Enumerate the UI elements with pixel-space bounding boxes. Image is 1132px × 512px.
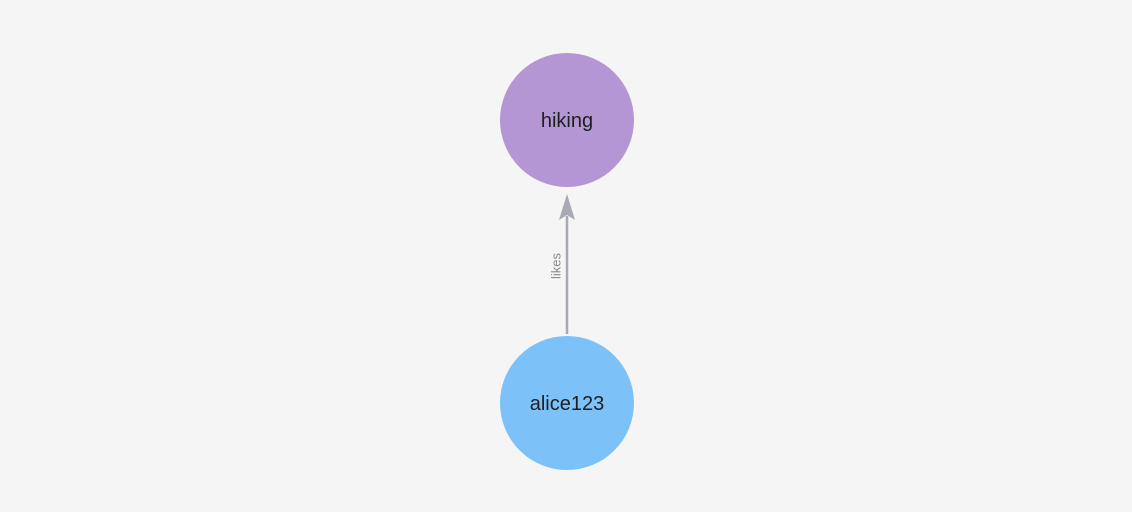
edge-label: likes xyxy=(549,253,564,280)
edge-likes[interactable]: likes xyxy=(549,194,576,334)
node-hiking[interactable]: hiking xyxy=(500,53,634,187)
node-hiking-circle[interactable] xyxy=(500,53,634,187)
node-alice123[interactable]: alice123 xyxy=(500,336,634,470)
edge-arrowhead-icon xyxy=(559,194,575,220)
node-alice123-circle[interactable] xyxy=(500,336,634,470)
